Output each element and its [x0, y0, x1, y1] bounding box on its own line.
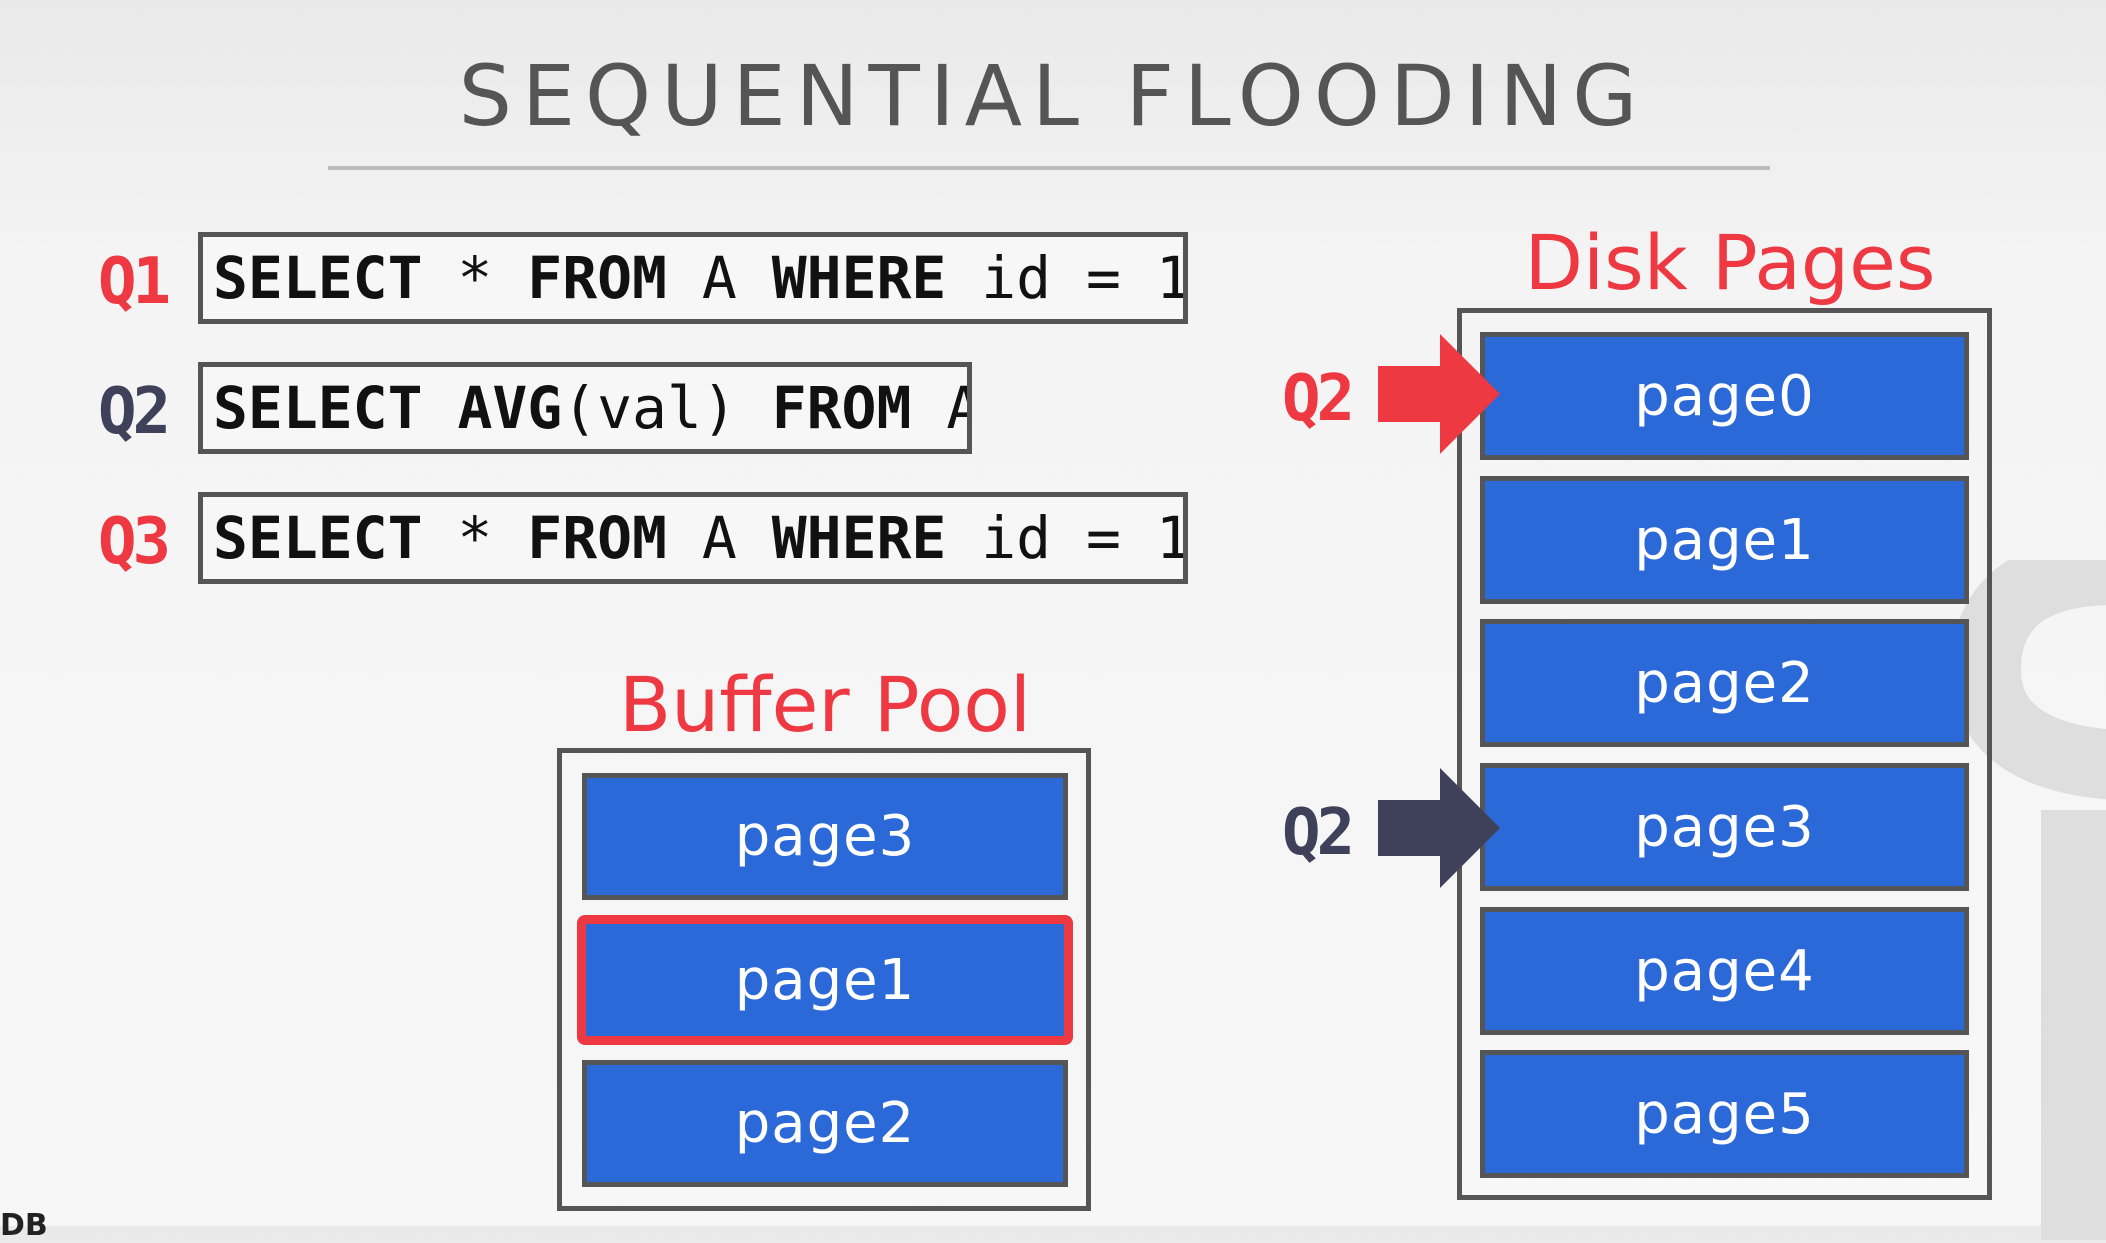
disk-pages-frame: [1457, 308, 1992, 1200]
disk-page: page4: [1480, 907, 1969, 1035]
arrow-right-icon: [1378, 334, 1500, 454]
sql-text: (val): [562, 374, 772, 442]
sql-keyword: WHERE: [771, 244, 947, 312]
disk-page: page0: [1480, 332, 1969, 460]
sql-keyword: FROM: [771, 374, 912, 442]
query-label-q2: Q2: [98, 375, 171, 449]
sql-text: A: [666, 504, 772, 572]
sql-text: id = 1: [946, 504, 1188, 572]
sql-keyword: SELECT: [213, 374, 423, 442]
arrow-right-icon: [1378, 768, 1500, 888]
sql-text: *: [422, 244, 528, 312]
query-label-q3: Q3: [98, 505, 171, 579]
sql-keyword: FROM: [527, 504, 667, 572]
background-decoration: [1950, 560, 2106, 1240]
sql-keyword: FROM: [527, 244, 667, 312]
pointer-label-q2-red: Q2: [1282, 362, 1355, 436]
slide-title: SEQUENTIAL FLOODING: [458, 47, 1648, 145]
sql-text: A: [911, 374, 967, 442]
sql-keyword: SELECT: [213, 504, 423, 572]
disk-page: page5: [1480, 1050, 1969, 1178]
buffer-pool-frame: [557, 748, 1091, 1211]
sql-keyword: WHERE: [771, 504, 947, 572]
disk-pages-title: Disk Pages: [1524, 218, 1936, 307]
query-label-q1: Q1: [98, 245, 171, 319]
pointer-label-q2-navy: Q2: [1282, 796, 1355, 870]
disk-page: page1: [1480, 476, 1969, 604]
sql-text: id = 1: [946, 244, 1188, 312]
disk-page: page2: [1480, 619, 1969, 747]
buffer-pool-slot: page2: [582, 1060, 1068, 1187]
query-box-q1: SELECT * FROM A WHERE id = 1: [198, 232, 1188, 324]
disk-page: page3: [1480, 763, 1969, 891]
buffer-pool-slot: page3: [582, 773, 1068, 900]
buffer-pool-slot-highlighted: page1: [577, 915, 1073, 1045]
sql-text: A: [666, 244, 772, 312]
sql-text: *: [422, 504, 528, 572]
buffer-pool-title: Buffer Pool: [618, 660, 1032, 749]
query-box-q3: SELECT * FROM A WHERE id = 1: [198, 492, 1188, 584]
title-divider: [328, 166, 1770, 170]
sql-keyword: AVG: [457, 374, 563, 442]
sql-keyword: SELECT: [213, 244, 423, 312]
query-box-q2: SELECT AVG(val) FROM A: [198, 362, 972, 454]
sql-text: [423, 374, 458, 442]
